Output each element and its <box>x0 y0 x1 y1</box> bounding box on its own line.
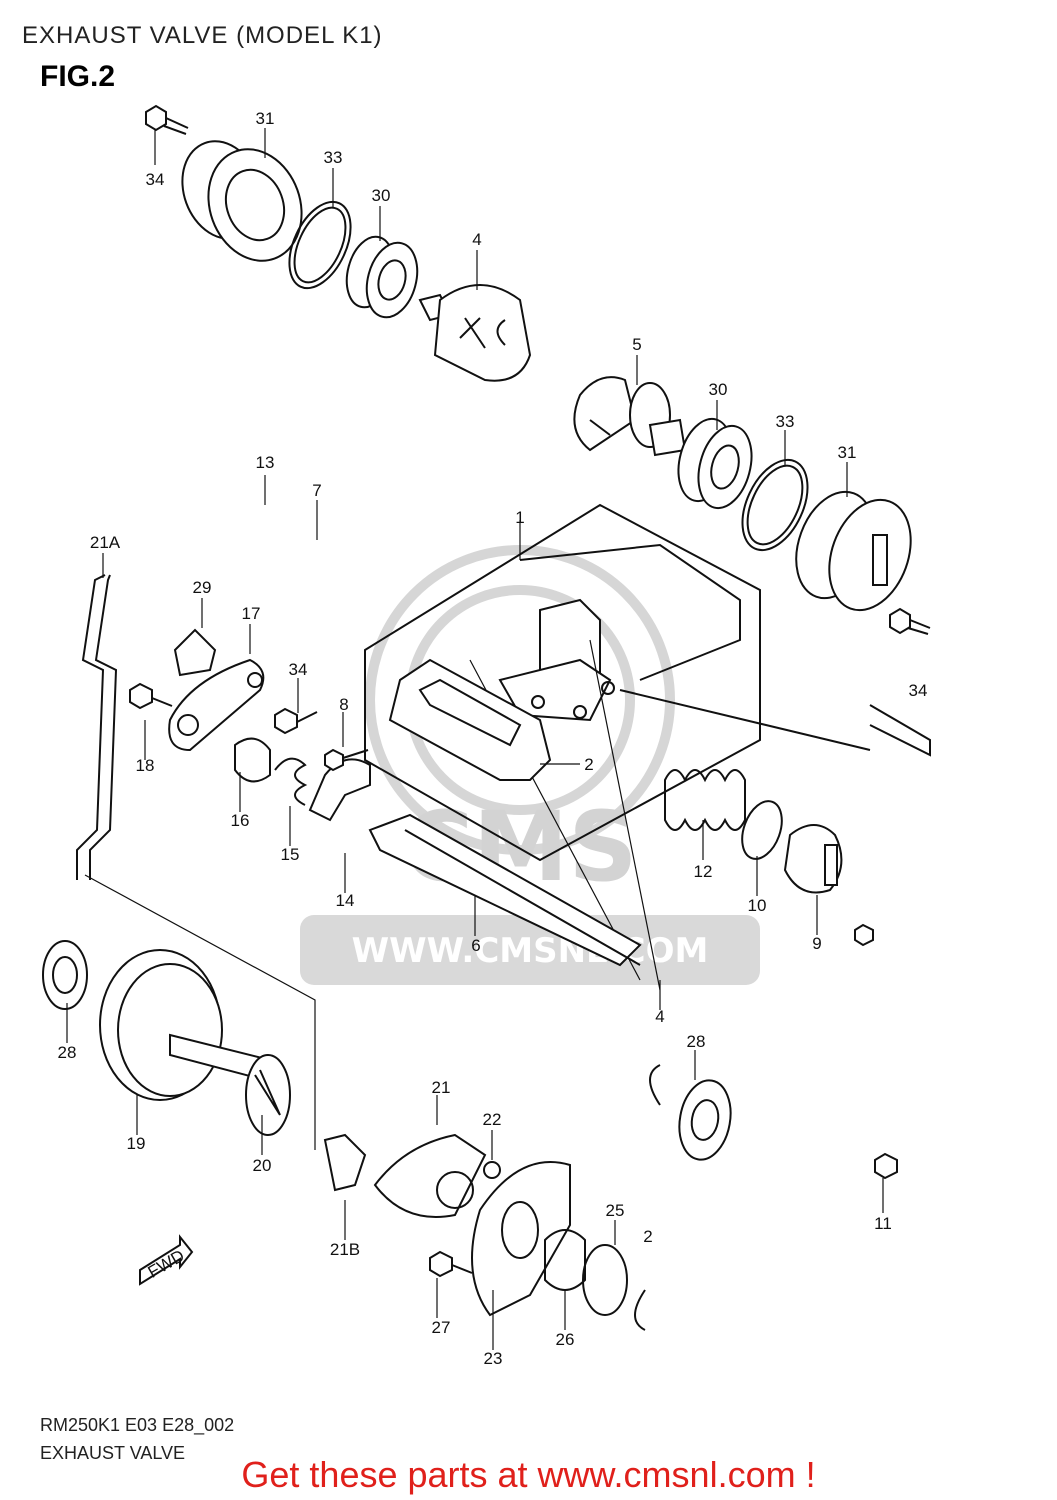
watermark-url: WWW.CMSNL.COM <box>352 931 709 971</box>
callout-7: 7 <box>312 481 321 500</box>
callout-13: 13 <box>256 453 275 472</box>
callout-28-right: 28 <box>687 1032 706 1051</box>
callout-4-top: 4 <box>472 230 481 249</box>
valve-shaft-assembly <box>368 769 843 967</box>
callout-21: 21 <box>432 1078 451 1097</box>
callout-34-top: 34 <box>146 170 165 189</box>
callout-34-mid: 34 <box>289 660 308 679</box>
callout-28-left: 28 <box>58 1043 77 1062</box>
upper-left-valve-cover-group <box>145 104 532 382</box>
diagram-title: EXHAUST VALVE (MODEL K1) <box>22 22 383 49</box>
callout-2-lower: 2 <box>643 1227 652 1246</box>
callout-4-mid: 4 <box>655 1007 664 1026</box>
callout-23: 23 <box>484 1349 503 1368</box>
callout-8: 8 <box>339 695 348 714</box>
callout-1: 1 <box>515 508 524 527</box>
callout-30-top: 30 <box>372 186 391 205</box>
callout-33-top: 33 <box>324 148 343 167</box>
cms-watermark: CMS WWW.CMSNL.COM <box>300 545 760 985</box>
callout-31-right: 31 <box>838 443 857 462</box>
callout-29: 29 <box>193 578 212 597</box>
callout-14: 14 <box>336 891 355 910</box>
callout-5: 5 <box>632 335 641 354</box>
callout-31-top: 31 <box>256 109 275 128</box>
callout-18: 18 <box>136 756 155 775</box>
callout-34-right: 34 <box>909 681 928 700</box>
callout-27: 27 <box>432 1318 451 1337</box>
callout-6: 6 <box>471 936 480 955</box>
forward-arrow-icon: FWD <box>139 1234 194 1286</box>
callout-21a: 21A <box>90 533 121 552</box>
callout-17: 17 <box>242 604 261 623</box>
callout-9: 9 <box>812 934 821 953</box>
callout-2: 2 <box>584 755 593 774</box>
cylinder-housing <box>364 503 931 991</box>
callout-12: 12 <box>694 862 713 881</box>
callout-25: 25 <box>606 1201 625 1220</box>
figure-label: FIG.2 <box>40 60 116 93</box>
diagram-caption: EXHAUST VALVE <box>40 1443 186 1463</box>
diagram-code: RM250K1 E03 E28_002 <box>40 1415 235 1435</box>
lower-housing-parts <box>323 923 898 1331</box>
callout-20: 20 <box>253 1156 272 1175</box>
callout-21b: 21B <box>330 1240 360 1259</box>
fwd-label: FWD <box>145 1246 188 1282</box>
callout-10: 10 <box>748 896 767 915</box>
linkage-parts <box>76 574 371 880</box>
callout-26: 26 <box>556 1330 575 1349</box>
gear-assembly <box>42 874 316 1150</box>
callout-30-right: 30 <box>709 380 728 399</box>
callout-15: 15 <box>281 845 300 864</box>
callout-11: 11 <box>874 1214 892 1233</box>
promo-link[interactable]: Get these parts at www.cmsnl.com ! <box>241 1454 816 1495</box>
callout-22: 22 <box>483 1110 502 1129</box>
callout-16: 16 <box>231 811 250 830</box>
leader-lines <box>66 128 884 1350</box>
callout-33-right: 33 <box>776 412 795 431</box>
callout-numbers: 31 33 30 4 34 5 30 33 31 13 7 1 21A 29 1… <box>58 109 928 1368</box>
callout-19: 19 <box>127 1134 146 1153</box>
upper-right-valve-cover-group <box>573 376 931 635</box>
gasket <box>388 658 552 781</box>
